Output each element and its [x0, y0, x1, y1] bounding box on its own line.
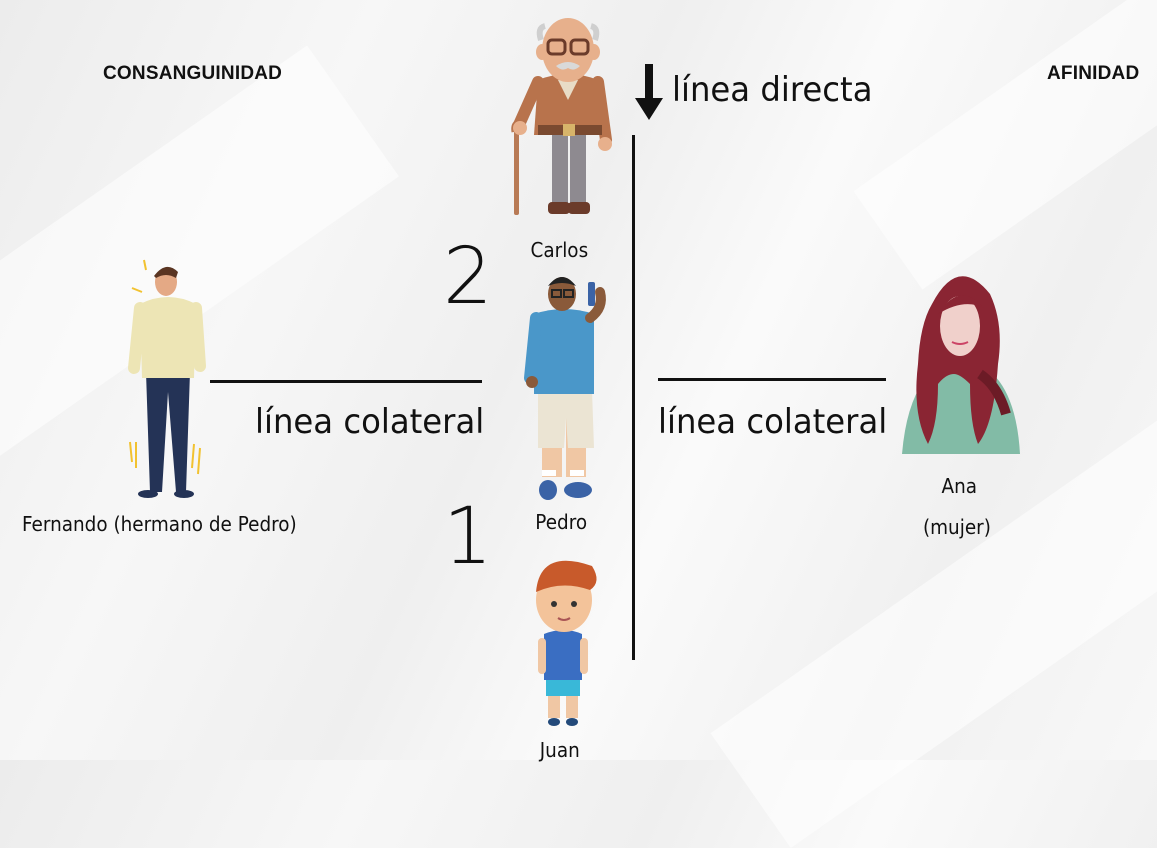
heading-afinidad: AFINIDAD: [1047, 63, 1140, 84]
elderly-man-icon: [511, 18, 612, 215]
direct-line-rule: [632, 135, 635, 660]
name-carlos: Carlos: [530, 238, 589, 262]
heading-consanguinidad: CONSANGUINIDAD: [103, 63, 283, 84]
collateral-line-right-label: línea colateral: [658, 402, 888, 442]
direct-line-label: línea directa: [672, 70, 873, 110]
degree-one: 1: [443, 492, 493, 582]
relation-ana: (mujer): [922, 515, 991, 539]
degree-two: 2: [443, 232, 493, 322]
adult-man-icon: [524, 277, 606, 500]
boy-icon: [536, 560, 597, 726]
woman-icon: [902, 276, 1020, 454]
collateral-line-right-rule: [658, 378, 886, 381]
name-pedro: Pedro: [535, 510, 588, 534]
collateral-line-left-label: línea colateral: [255, 402, 485, 442]
arrow-down-icon: [635, 64, 663, 120]
name-juan: Juan: [539, 738, 580, 762]
background-shape: [853, 0, 1157, 290]
standing-man-icon: [128, 259, 206, 498]
name-fernando: Fernando (hermano de Pedro): [21, 512, 297, 536]
background-shape: [710, 412, 1157, 848]
collateral-line-left-rule: [210, 380, 482, 383]
name-ana: Ana: [941, 474, 978, 498]
